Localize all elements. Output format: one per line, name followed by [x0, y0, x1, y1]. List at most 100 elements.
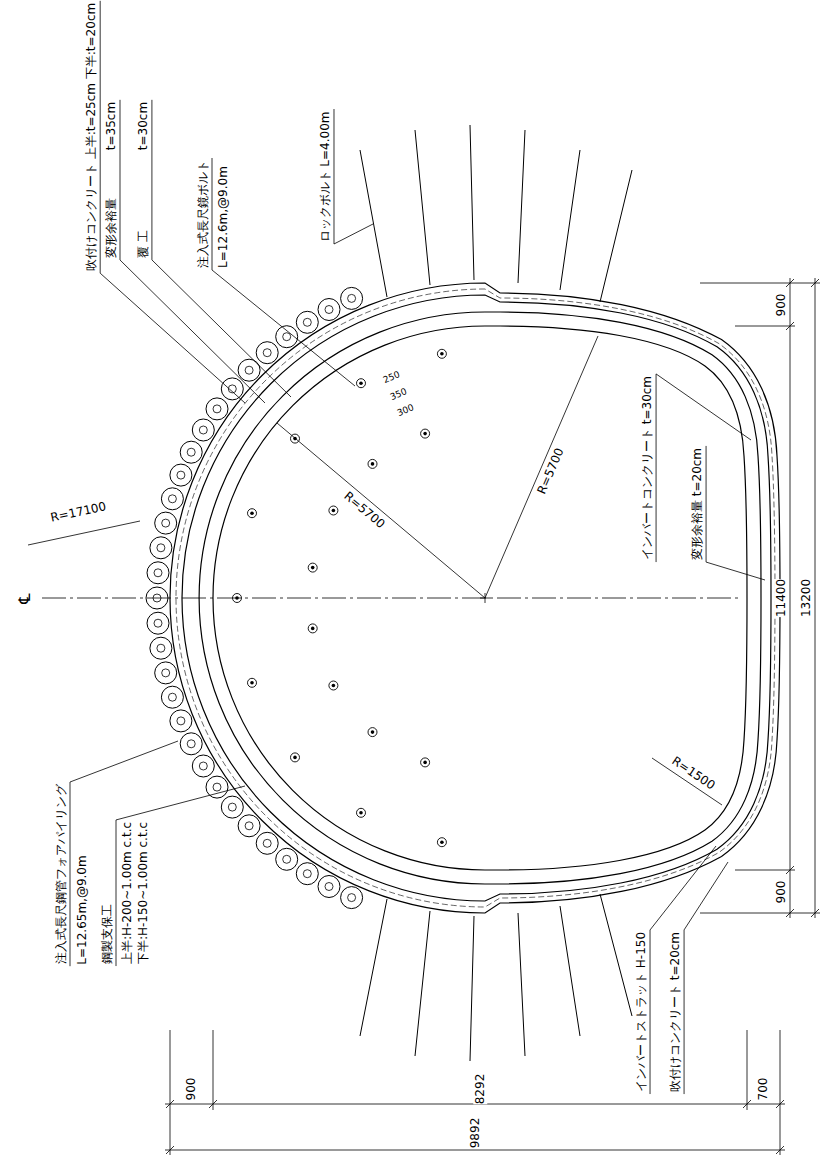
dim-tick	[209, 1100, 217, 1108]
face-bolt	[248, 678, 257, 687]
face-bolt-core	[371, 462, 375, 466]
thickness-label: 350	[388, 386, 408, 403]
face-bolt-core	[359, 811, 363, 815]
forepiling-pipe	[221, 378, 243, 400]
face-bolt	[437, 349, 446, 358]
rock-bolt	[518, 913, 525, 1056]
face-bolt	[308, 624, 317, 633]
face-bolt	[291, 753, 300, 762]
radius-line	[277, 423, 485, 598]
thickness-label: 300	[395, 402, 415, 419]
pipe-core	[187, 740, 195, 748]
face-bolt-core	[293, 756, 297, 760]
dim-tick	[811, 279, 819, 287]
face-bolt	[421, 429, 430, 438]
forepiling-pipe	[170, 464, 192, 486]
face-bolt	[308, 563, 317, 572]
forepiling-pipe	[256, 342, 278, 364]
radius-label: R=5700	[341, 489, 387, 531]
face-bolt-core	[332, 509, 336, 513]
leader-line	[152, 260, 291, 397]
pipe-core	[348, 294, 356, 302]
forepiling-pipe	[341, 287, 363, 309]
note-label: インバートストラット H-150	[634, 932, 648, 1092]
forepiling-pipe	[296, 863, 318, 885]
pipe-core	[162, 519, 170, 527]
rock-bolt	[360, 150, 387, 297]
pipe-core	[168, 693, 176, 701]
forepiling-pipe	[221, 796, 243, 818]
pipe-core	[154, 569, 162, 577]
dim-tick	[166, 1100, 174, 1108]
leader-line	[116, 820, 117, 966]
centerline-symbol: ℄	[15, 593, 34, 603]
leader-line	[151, 100, 152, 260]
note-label: 鋼製支保工	[100, 904, 114, 964]
pipe-core	[154, 619, 162, 627]
dimension-line	[815, 278, 816, 918]
forepiling-pipe	[150, 537, 172, 559]
forepiling-pipe	[256, 832, 278, 854]
dimension-label: 8292	[473, 1074, 487, 1105]
dim-tick	[166, 1146, 174, 1154]
rock-bolts	[360, 125, 632, 1061]
forepiling-pipe	[238, 815, 260, 837]
forepiling-pipe	[155, 512, 177, 534]
dim-tick	[786, 866, 794, 874]
dimension-label: 13200	[799, 579, 813, 617]
face-bolt	[421, 758, 430, 767]
pipe-core	[263, 839, 271, 847]
face-bolt	[329, 506, 338, 515]
note-label: L=12.65m,@9.0m	[74, 855, 88, 964]
note-label: 変形余裕量	[104, 198, 118, 258]
forepiling-pipe	[180, 733, 202, 755]
face-bolt	[368, 459, 377, 468]
note-label: インバートコンクリート t=30cm	[640, 376, 654, 560]
rock-bolt	[360, 899, 387, 1036]
leader-line	[212, 270, 355, 386]
radius-label: R=1500	[669, 754, 717, 793]
dimension-label: 9892	[468, 1118, 482, 1149]
pipe-core	[228, 803, 236, 811]
center-mark	[480, 593, 490, 603]
dim-tick	[811, 909, 819, 917]
leader-line	[120, 260, 265, 403]
face-bolt-core	[423, 761, 427, 765]
dimension-label: 900	[774, 880, 788, 903]
pipe-core	[177, 717, 185, 725]
note-label: L=12.6m,@9.0m	[216, 166, 230, 268]
leader-line	[684, 862, 728, 930]
dimension-label: 900	[774, 293, 788, 316]
forepiling-pipe	[180, 441, 202, 463]
face-bolt-core	[332, 684, 336, 688]
note-label: 吹付けコンクリート 上半:t=25cm 下半:t=20cm	[84, 3, 98, 271]
face-bolt-core	[440, 352, 444, 356]
extension-line	[700, 283, 820, 284]
leader-line	[684, 930, 685, 1094]
leader-line	[650, 930, 651, 1094]
leader-line	[120, 100, 121, 260]
extension-line	[700, 913, 820, 914]
pipe-core	[245, 822, 253, 830]
rock-bolt	[518, 130, 525, 283]
leader-line	[70, 782, 71, 966]
rock-bolt	[470, 125, 474, 280]
dimension-label: 700	[756, 1078, 770, 1101]
forepiling-pipe	[192, 755, 214, 777]
extension-line	[780, 1030, 781, 1155]
note-label: ロックボルト L=4.00m	[318, 111, 332, 242]
leader-line	[656, 374, 657, 562]
pipe-core	[168, 495, 176, 503]
pipe-core	[157, 544, 165, 552]
extension-line	[735, 326, 795, 327]
pipe-core	[157, 644, 165, 652]
face-bolt-core	[440, 840, 444, 844]
extension-line	[170, 1030, 171, 1155]
center-line	[42, 598, 742, 599]
dim-tick	[786, 322, 794, 330]
pipe-core	[283, 855, 291, 863]
dim-tick	[776, 1146, 784, 1154]
dimension-line	[165, 1150, 785, 1151]
forepiling-pipe	[318, 876, 340, 898]
